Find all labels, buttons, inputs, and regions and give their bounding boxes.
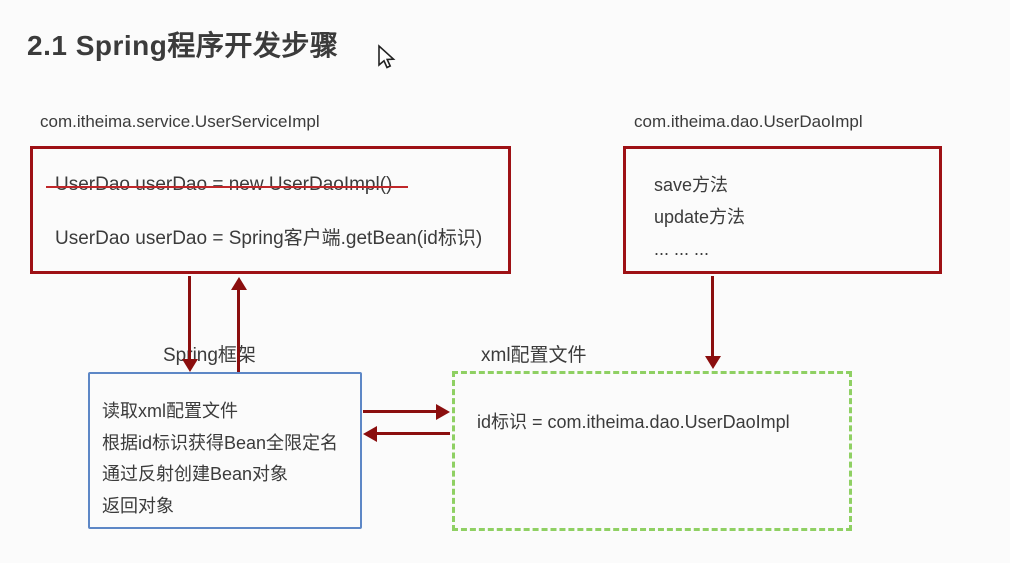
arrow-shaft — [237, 289, 240, 372]
old-code-line: UserDao userDao = new UserDaoImpl() — [45, 174, 409, 196]
page-title: 2.1 Spring程序开发步骤 — [27, 30, 339, 61]
arrow-head-down-icon — [182, 359, 198, 372]
dao-method-list: save方法 update方法 ... ... ... — [654, 169, 745, 265]
dao-method-ellipsis: ... ... ... — [654, 239, 710, 259]
xml-config-box: id标识 = com.itheima.dao.UserDaoImpl — [452, 371, 852, 531]
arrow-shaft — [711, 276, 714, 358]
arrow-head-down-icon — [705, 356, 721, 369]
arrow-shaft — [376, 432, 450, 435]
strikethrough-code-text: UserDao userDao = new UserDaoImpl() — [45, 174, 409, 195]
arrow-shaft — [363, 410, 437, 413]
xml-id-mapping-text: id标识 = com.itheima.dao.UserDaoImpl — [477, 412, 790, 432]
spring-step-return-object: 返回对象 — [102, 495, 174, 516]
spring-step-reflect-create: 通过反射创建Bean对象 — [102, 464, 289, 484]
service-code-box: UserDao userDao = new UserDaoImpl() User… — [30, 146, 511, 274]
spring-step-read-xml: 读取xml配置文件 — [102, 401, 238, 421]
xml-config-label: xml配置文件 — [481, 345, 587, 366]
spring-framework-label: Spring框架 — [163, 345, 256, 366]
arrow-head-left-icon — [363, 426, 377, 442]
new-code-line: UserDao userDao = Spring客户端.getBean(id标识… — [55, 228, 483, 249]
dao-method-update: update方法 — [654, 207, 746, 227]
spring-framework-box: 读取xml配置文件 根据id标识获得Bean全限定名 通过反射创建Bean对象 … — [88, 372, 362, 529]
dao-methods-box: save方法 update方法 ... ... ... — [623, 146, 942, 274]
spring-step-get-bean-name: 根据id标识获得Bean全限定名 — [102, 432, 339, 453]
spring-step-list: 读取xml配置文件 根据id标识获得Bean全限定名 通过反射创建Bean对象 … — [102, 396, 338, 522]
arrow-head-up-icon — [231, 277, 247, 290]
service-class-label: com.itheima.service.UserServiceImpl — [40, 112, 320, 131]
mouse-cursor-icon — [378, 44, 396, 69]
dao-method-save: save方法 — [654, 175, 729, 195]
arrow-head-right-icon — [436, 404, 450, 420]
arrow-shaft — [188, 276, 191, 361]
dao-class-label: com.itheima.dao.UserDaoImpl — [634, 112, 863, 131]
